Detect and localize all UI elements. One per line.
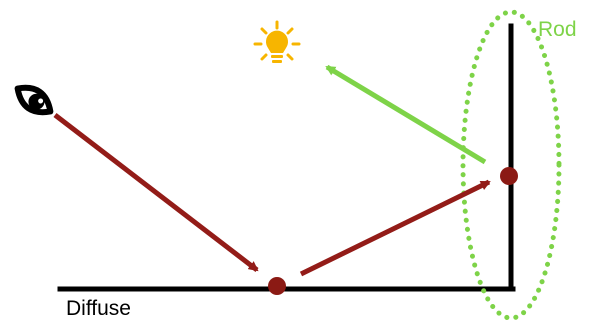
rod-outline <box>460 9 562 321</box>
diffuse-label: Diffuse <box>66 297 131 320</box>
light-ray <box>325 64 487 165</box>
rod-hit-point <box>500 167 518 185</box>
rod-label: Rod <box>538 18 577 41</box>
eye-icon <box>14 84 54 116</box>
bounce-ray <box>299 179 491 277</box>
floor-hit-point <box>268 277 286 295</box>
camera-ray <box>53 113 259 272</box>
light-bulb-icon <box>253 20 301 63</box>
